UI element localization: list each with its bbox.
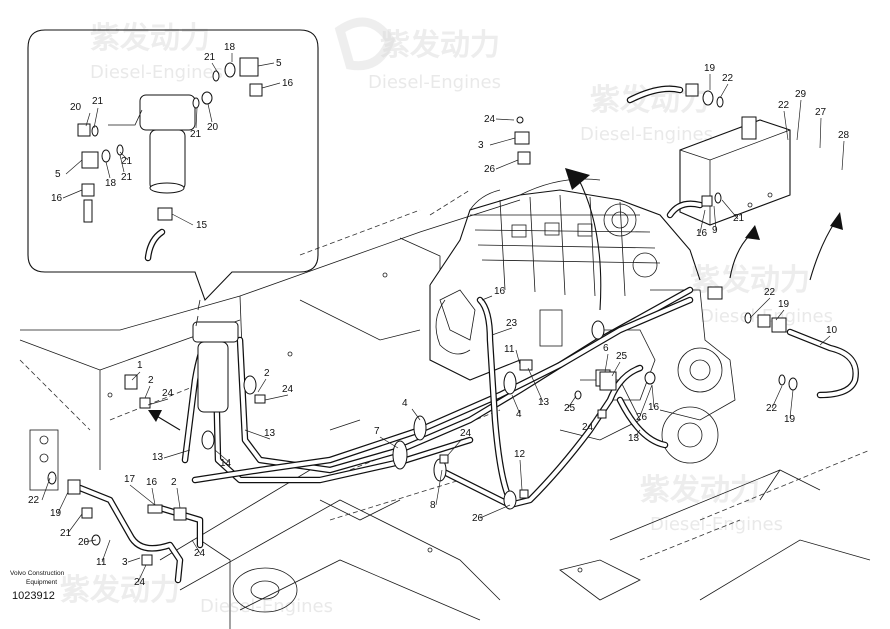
callout: 11 xyxy=(96,557,107,568)
callout: 26 xyxy=(484,164,496,175)
engine-block xyxy=(429,178,736,464)
callout: 24 xyxy=(282,384,294,395)
callout: 16 xyxy=(146,477,158,488)
watermark-logo xyxy=(334,17,395,71)
callout: 4 xyxy=(402,398,408,409)
watermark-cn: 紫发动力 xyxy=(640,473,760,508)
callout: 13 xyxy=(628,433,640,444)
callout: 21 xyxy=(92,96,104,107)
callout: 23 xyxy=(506,318,518,329)
callout: 19 xyxy=(778,299,790,310)
callout: 11 xyxy=(504,344,515,355)
callout: 2 xyxy=(264,368,270,379)
callout: 16 xyxy=(282,78,294,89)
callout: 22 xyxy=(778,100,790,111)
watermark-cn: 紫发动力 xyxy=(60,573,180,608)
callout: 4 xyxy=(516,409,522,420)
callout: 25 xyxy=(564,403,576,414)
cabinet xyxy=(679,116,791,226)
arrow-head-icon xyxy=(148,410,162,422)
callout: 27 xyxy=(815,107,827,118)
main-callouts: 24 3 26 19 22 22 29 27 28 16 23 11 1 2 2… xyxy=(28,63,850,588)
callout: 5 xyxy=(55,169,61,180)
callout: 15 xyxy=(196,220,208,231)
callout: 19 xyxy=(50,508,62,519)
callout: 24 xyxy=(134,577,146,588)
callout: 13 xyxy=(152,452,164,463)
watermark-en: Diesel-Engines xyxy=(90,62,223,83)
callout: 24 xyxy=(582,422,594,433)
arrow-head-icon xyxy=(830,212,843,230)
callout: 12 xyxy=(514,449,526,460)
title-block: Volvo Construction Equipment 1023912 xyxy=(10,570,65,602)
callout: 22 xyxy=(766,403,778,414)
callout: 6 xyxy=(603,343,609,354)
callout: 22 xyxy=(722,73,734,84)
callout: 19 xyxy=(784,414,796,425)
fittings xyxy=(47,83,798,566)
callout: 24 xyxy=(162,388,174,399)
callout: 21 xyxy=(204,52,216,63)
callout: 18 xyxy=(105,178,117,189)
callout: 26 xyxy=(472,513,484,524)
direction-arrows xyxy=(148,168,843,431)
callout: 21 xyxy=(190,129,202,140)
callout: 21 xyxy=(121,156,133,167)
callout: 3 xyxy=(478,140,484,151)
callout: 24 xyxy=(484,114,496,125)
callout: 29 xyxy=(795,89,807,100)
callout: 13 xyxy=(538,397,550,408)
watermark-en: Diesel-Engines xyxy=(200,596,333,617)
callout: 20 xyxy=(70,102,82,113)
callout: 16 xyxy=(51,193,63,204)
watermark-cn: 紫发动力 xyxy=(90,21,210,56)
callout: 14 xyxy=(220,458,232,469)
callout: 18 xyxy=(224,42,236,53)
callout: 28 xyxy=(838,130,850,141)
callout: 26 xyxy=(636,412,648,423)
callout: 19 xyxy=(704,63,716,74)
brand-line-2: Equipment xyxy=(26,579,57,586)
callout: 21 xyxy=(121,172,133,183)
callout: 16 xyxy=(494,286,506,297)
callout: 8 xyxy=(430,500,436,511)
callout: 10 xyxy=(826,325,838,336)
filter-detail-inset xyxy=(27,29,319,327)
callout: 22 xyxy=(764,287,776,298)
watermark-cn: 紫发动力 xyxy=(380,28,500,63)
arrow-head-icon xyxy=(565,168,590,190)
callout: 16 xyxy=(648,402,660,413)
drawing-number: 1023912 xyxy=(12,590,55,602)
callout: 16 xyxy=(696,228,708,239)
callout: 25 xyxy=(616,351,628,362)
callout: 17 xyxy=(124,474,136,485)
inset-callouts: 20 21 21 18 5 16 21 20 21 5 18 21 16 15 xyxy=(51,42,294,231)
callout: 20 xyxy=(207,122,219,133)
watermark-en: Diesel-Engines xyxy=(368,72,501,93)
watermark-en: Diesel-Engines xyxy=(580,124,713,145)
callout: 24 xyxy=(194,548,206,559)
callout: 5 xyxy=(276,58,282,69)
callout: 7 xyxy=(374,426,380,437)
brand-line-1: Volvo Construction xyxy=(10,570,65,577)
callout: 1 xyxy=(137,360,143,371)
callout: 22 xyxy=(28,495,40,506)
arrow-head-icon xyxy=(745,225,760,240)
callout: 2 xyxy=(171,477,177,488)
callout: 13 xyxy=(264,428,276,439)
callout: 3 xyxy=(122,557,128,568)
callout: 21 xyxy=(733,213,745,224)
watermark-en: Diesel-Engines xyxy=(650,514,783,535)
callout: 2 xyxy=(148,375,154,386)
callout: 9 xyxy=(712,225,718,236)
callout: 20 xyxy=(78,537,90,548)
machine-frame xyxy=(19,189,871,629)
callout: 24 xyxy=(460,428,472,439)
callout: 21 xyxy=(60,528,72,539)
